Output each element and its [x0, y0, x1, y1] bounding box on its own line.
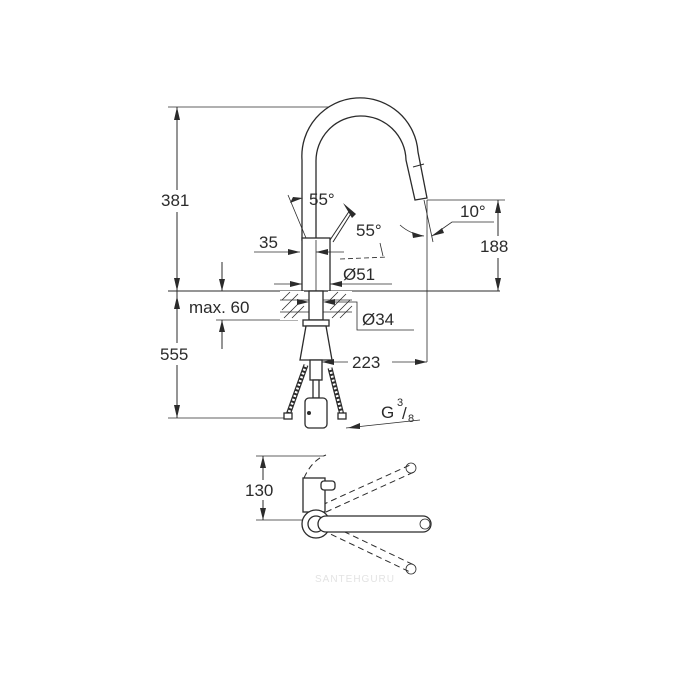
thread-size-slash: /	[402, 404, 407, 423]
arrow-icon	[290, 197, 303, 203]
arrow-icon	[412, 232, 424, 238]
thread-size-main: G	[381, 403, 394, 422]
dim-555: 555	[160, 345, 188, 364]
lever-swing	[303, 454, 327, 479]
dim-130: 130	[245, 481, 273, 500]
arrow-icon	[316, 249, 328, 255]
weight	[304, 397, 328, 429]
arrow-icon	[174, 107, 180, 120]
arrow-icon	[260, 456, 266, 468]
watermark: SANTEHGURU	[315, 574, 395, 585]
arrow-icon	[260, 508, 266, 520]
spout-swivel-up	[321, 464, 415, 513]
arrow-icon	[323, 299, 335, 305]
spout-swivel-down	[321, 522, 415, 573]
swivel-end-up	[405, 462, 417, 474]
dim-diameter-51: Ø51	[343, 265, 375, 284]
tilt-arc	[399, 224, 425, 237]
thread-size-num: 3	[397, 397, 403, 409]
spout-top	[317, 515, 432, 533]
connector	[312, 379, 320, 399]
lever	[329, 209, 351, 241]
lever	[332, 211, 353, 243]
arrow-icon	[288, 249, 300, 255]
arrow-icon	[495, 200, 501, 213]
hose-fitting	[337, 412, 347, 420]
arrow-icon	[219, 279, 225, 291]
dim-381: 381	[161, 191, 189, 210]
spout-tip	[419, 518, 431, 530]
arrow-icon	[343, 203, 356, 218]
arrow-icon	[330, 281, 342, 287]
angle-line	[379, 242, 384, 257]
dim-188: 188	[480, 237, 508, 256]
arrow-icon	[322, 359, 334, 365]
arrow-icon	[174, 278, 180, 291]
dim-diameter-34: Ø34	[362, 310, 394, 329]
deck-hatching	[280, 291, 353, 320]
mounting-nut	[302, 319, 330, 327]
arrow-icon	[219, 320, 225, 332]
thread-size-den: 8	[408, 413, 414, 425]
lever-angle-left: 55°	[309, 190, 335, 209]
shank	[308, 290, 324, 321]
top-view: 130	[244, 454, 432, 575]
dim-max60: max. 60	[189, 298, 249, 317]
lever-angle-right: 55°	[356, 221, 382, 240]
arrow-icon	[432, 228, 444, 236]
dim-223: 223	[352, 353, 380, 372]
spout-head-seam	[412, 163, 425, 168]
dim-35: 35	[259, 233, 278, 252]
top-lever	[320, 480, 336, 491]
arrow-icon	[174, 296, 180, 309]
arrow-icon	[290, 281, 302, 287]
arrow-icon	[297, 299, 309, 305]
faucet-spout	[301, 97, 428, 241]
spout-tilt-angle: 10°	[460, 202, 486, 221]
dim-34-leader	[335, 301, 414, 331]
side-view: 381 555 max. 60 55° 55°	[160, 97, 517, 429]
connector	[309, 359, 323, 381]
swivel-end-down	[405, 563, 417, 575]
arrow-icon	[495, 278, 501, 291]
mounting-bracket	[299, 325, 333, 361]
tilt-line	[423, 199, 434, 243]
arrow-icon	[415, 359, 427, 365]
arrow-icon	[174, 405, 180, 418]
weight-dot	[307, 411, 311, 415]
hose-fitting	[283, 412, 293, 420]
arrow-icon	[348, 423, 360, 429]
angle-line	[339, 256, 389, 260]
